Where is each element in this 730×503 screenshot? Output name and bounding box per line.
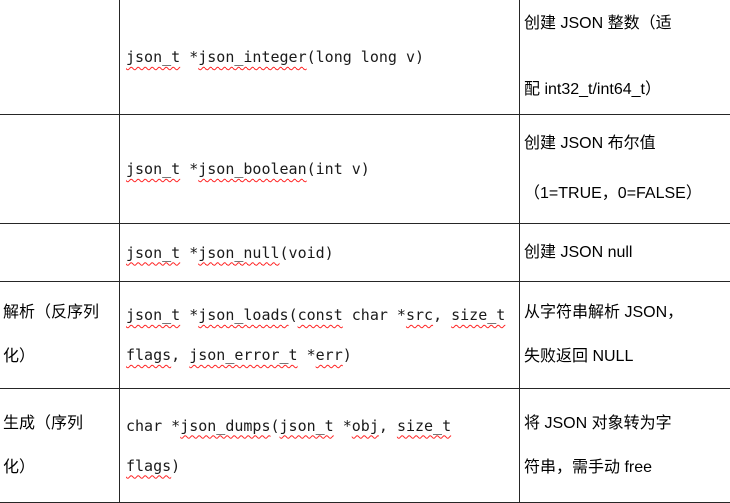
text-line: 解析（反序列: [3, 304, 100, 321]
code-line: json_t *json_integer(long long v): [126, 37, 519, 77]
text-line: 创建 JSON null: [524, 243, 633, 261]
cell-code: char *json_dumps(json_t *obj, size_t fla…: [120, 389, 520, 503]
code-token: (int v): [306, 160, 370, 178]
cell-code: json_t *json_loads(const char *src, size…: [120, 282, 520, 389]
code-token: json_t: [126, 160, 181, 178]
code-token: json_dumps: [180, 416, 271, 435]
code-token: (long long v): [306, 48, 425, 66]
code-token: json_integer: [198, 48, 307, 66]
cell-category: [0, 224, 120, 282]
cell-category: 生成（序列 化）: [0, 389, 120, 503]
code-token: const: [297, 306, 343, 324]
code-token: json_boolean: [198, 160, 307, 178]
code-token: json_t: [279, 416, 334, 435]
code-token: ,: [433, 306, 452, 324]
text-line: （1=TRUE，0=FALSE）: [524, 185, 702, 202]
code-token: json_t: [126, 306, 181, 324]
code-token: *: [180, 243, 199, 262]
code-token: *: [333, 416, 352, 435]
code-token: err: [315, 346, 343, 364]
cell-code: json_t *json_integer(long long v): [120, 0, 520, 115]
cell-category: [0, 0, 120, 115]
text-line: 创建 JSON 布尔值: [524, 135, 656, 152]
code-line: flags): [126, 446, 519, 486]
code-token: ): [171, 456, 181, 475]
code-token: obj: [351, 416, 379, 435]
code-token: json_loads: [198, 306, 289, 324]
code-token: char *: [126, 416, 181, 435]
text-line: 失败返回 NULL: [524, 348, 634, 365]
code-token: size_t: [396, 416, 452, 435]
code-token: (: [288, 306, 298, 324]
cell-description: 从字符串解析 JSON， 失败返回 NULL: [520, 282, 730, 389]
code-line: char *json_dumps(json_t *obj, size_t: [126, 406, 519, 446]
code-token: ,: [378, 416, 397, 435]
code-token: char *: [342, 306, 406, 324]
text-line: 配 int32_t/int64_t）: [524, 81, 661, 98]
code-token: flags: [126, 456, 172, 475]
text-line: 符串，需手动 free: [524, 458, 653, 476]
code-token: (void): [279, 243, 334, 262]
text-line: 创建 JSON 整数（适: [524, 15, 672, 32]
cell-code: json_t *json_boolean(int v): [120, 115, 520, 224]
cell-description: 创建 JSON 整数（适 配 int32_t/int64_t）: [520, 0, 730, 115]
cell-description: 将 JSON 对象转为字 符串，需手动 free: [520, 389, 730, 503]
code-token: *: [180, 160, 199, 178]
text-line: 将 JSON 对象转为字: [524, 414, 672, 432]
cell-description: 创建 JSON 布尔值 （1=TRUE，0=FALSE）: [520, 115, 730, 224]
code-token: json_t: [126, 243, 181, 262]
cell-description: 创建 JSON null: [520, 224, 730, 282]
code-token: *: [180, 306, 199, 324]
code-line: json_t *json_null(void): [126, 233, 519, 273]
code-line: flags, json_error_t *err): [126, 335, 519, 375]
code-token: (: [270, 416, 280, 435]
code-token: *: [180, 48, 199, 66]
text-line: 化）: [3, 348, 36, 365]
cell-category: [0, 115, 120, 224]
code-token: ,: [171, 346, 190, 364]
cell-category: 解析（反序列 化）: [0, 282, 120, 389]
code-token: size_t: [451, 306, 506, 324]
code-line: json_t *json_boolean(int v): [126, 149, 519, 189]
code-token: *: [297, 346, 316, 364]
text-line: 生成（序列: [3, 414, 84, 432]
code-line: json_t *json_loads(const char *src, size…: [126, 295, 519, 335]
code-token: json_null: [198, 243, 280, 262]
cell-code: json_t *json_null(void): [120, 224, 520, 282]
code-token: src: [405, 306, 434, 324]
code-token: json_t: [126, 48, 181, 66]
code-token: ): [342, 346, 352, 364]
code-token: flags: [126, 346, 172, 364]
text-line: 化）: [3, 458, 36, 476]
text-line: 从字符串解析 JSON，: [524, 304, 684, 321]
code-token: json_error_t: [189, 346, 298, 364]
